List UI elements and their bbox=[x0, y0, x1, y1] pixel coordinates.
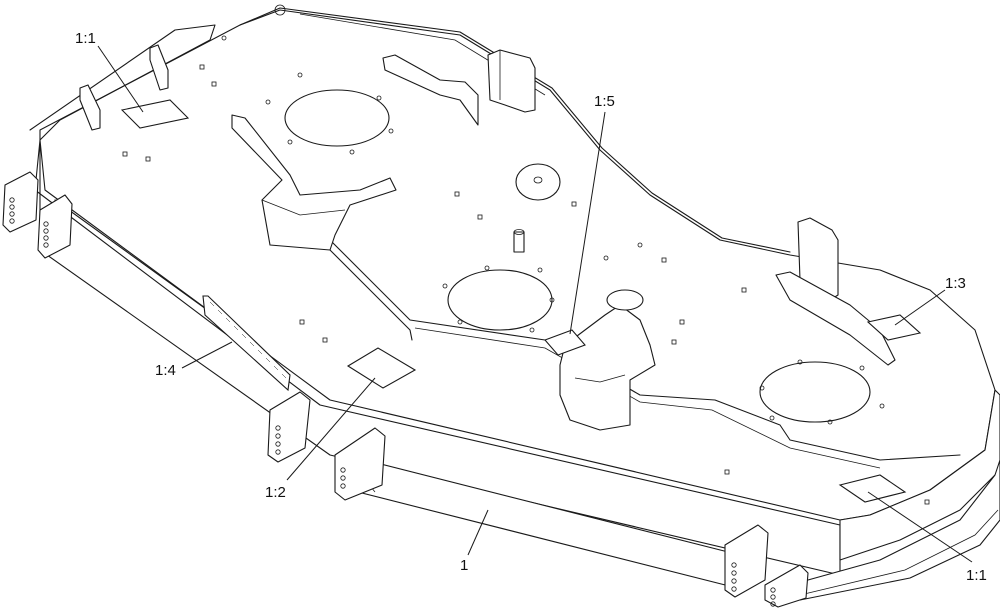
decal-1-2 bbox=[346, 347, 417, 389]
leader-1 bbox=[467, 509, 489, 556]
front-hanger-right-2 bbox=[764, 564, 809, 608]
center-idler-bracket bbox=[559, 304, 656, 431]
leader-1-4 bbox=[181, 341, 233, 369]
decal-1-4 bbox=[202, 295, 291, 392]
front-hanger-left-inner bbox=[37, 194, 73, 259]
decal-1-1-top bbox=[120, 99, 190, 129]
front-hanger-center-2 bbox=[334, 427, 386, 501]
callout-1-1-top: 1:1 bbox=[75, 30, 96, 47]
leader-1-1-top bbox=[97, 45, 144, 113]
callout-1-3: 1:3 bbox=[945, 275, 966, 292]
leader-1-3 bbox=[894, 289, 946, 326]
deck-rear-lip bbox=[239, 7, 791, 253]
leader-1-5 bbox=[569, 111, 606, 335]
leader-1-1-bottom bbox=[867, 491, 973, 563]
right-rear-bracket bbox=[775, 271, 896, 366]
leader-1-2 bbox=[286, 377, 376, 481]
decal-1-1-bottom bbox=[838, 474, 907, 503]
front-hanger-right-1 bbox=[724, 524, 769, 598]
callout-1-1-bottom: 1:1 bbox=[966, 567, 987, 584]
callout-1-5: 1:5 bbox=[594, 93, 615, 110]
spindle-opening-left bbox=[284, 89, 390, 147]
spindle-opening-center bbox=[447, 269, 553, 331]
deck-baffle-line bbox=[329, 239, 961, 461]
callout-1-2: 1:2 bbox=[265, 484, 286, 501]
callout-1: 1 bbox=[460, 557, 468, 574]
rear-hanger-left-1 bbox=[79, 84, 101, 131]
decal-1-5 bbox=[544, 329, 586, 356]
deck-right-skirt bbox=[839, 389, 1000, 561]
front-hanger-center-1 bbox=[267, 391, 311, 463]
spindle-opening-right bbox=[759, 361, 871, 423]
mounting-holes bbox=[122, 4, 930, 505]
rear-flange bbox=[29, 24, 216, 141]
center-pin bbox=[513, 231, 525, 253]
leader-lines bbox=[97, 45, 973, 563]
rear-bracket-left bbox=[382, 54, 479, 126]
front-hanger-left-outer bbox=[2, 171, 39, 233]
left-idler-bracket bbox=[231, 114, 397, 251]
callout-1-4: 1:4 bbox=[155, 362, 176, 379]
center-hub-plate bbox=[515, 163, 561, 201]
decal-1-3 bbox=[866, 314, 922, 341]
rear-hanger-left-2 bbox=[149, 44, 169, 91]
